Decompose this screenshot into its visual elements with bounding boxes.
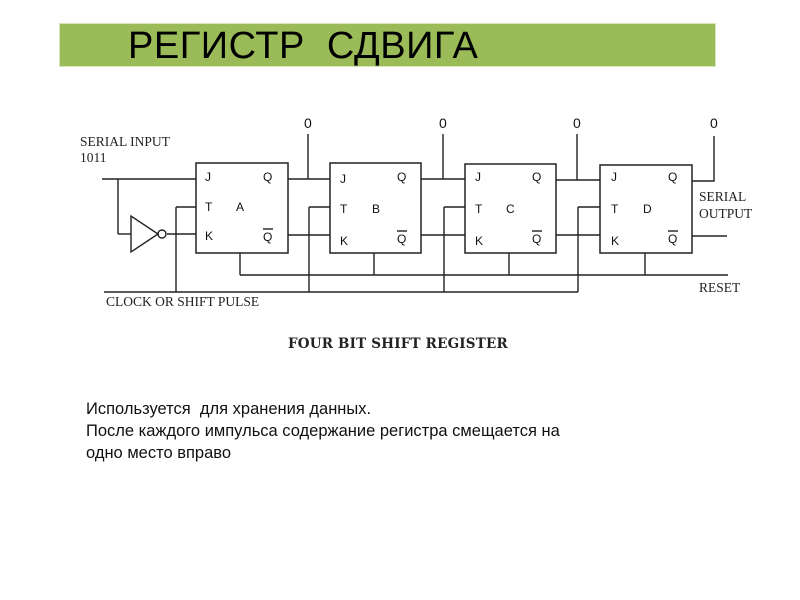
flip-flop-name: D <box>643 202 652 216</box>
output-value-a: 0 <box>304 115 312 131</box>
reset-label: RESET <box>699 280 741 295</box>
description-line: После каждого импульса содержание регист… <box>86 422 560 440</box>
flip-flop-d: J T K Q Q D <box>599 164 693 254</box>
inverter-gate <box>130 214 167 254</box>
pin-j: J <box>475 170 481 184</box>
description-line: одно место вправо <box>86 444 232 462</box>
flip-flop-b: J T K Q Q B <box>329 162 422 254</box>
pin-t: T <box>611 202 619 216</box>
pin-q: Q <box>397 170 406 184</box>
flip-flop-c: J T K Q Q C <box>464 163 557 254</box>
pin-q-bar: Q <box>668 232 677 246</box>
pin-q-bar: Q <box>532 232 541 246</box>
slide-title: РЕГИСТР СДВИГА <box>128 25 479 67</box>
flip-flop-name: B <box>372 202 380 216</box>
pin-j: J <box>340 172 346 186</box>
pin-q: Q <box>532 170 541 184</box>
flip-flop-name: C <box>506 202 515 216</box>
pin-k: K <box>475 234 483 248</box>
description-line: Используется для хранения данных. <box>86 400 372 418</box>
pin-k: K <box>340 234 348 248</box>
clock-bus <box>104 206 600 293</box>
pin-k: K <box>205 229 213 243</box>
input-wiring <box>102 178 196 235</box>
pin-q-bar: Q <box>263 230 272 244</box>
pin-q: Q <box>668 170 677 184</box>
clock-label: CLOCK OR SHIFT PULSE <box>106 294 259 309</box>
title-bar <box>60 24 715 66</box>
diagram-caption: FOUR BIT SHIFT REGISTER <box>288 336 508 352</box>
pin-j: J <box>611 170 617 184</box>
output-value-b: 0 <box>439 115 447 131</box>
pin-k: K <box>611 234 619 248</box>
output-value-c: 0 <box>573 115 581 131</box>
pin-t: T <box>205 200 213 214</box>
pin-t: T <box>475 202 483 216</box>
pin-t: T <box>340 202 348 216</box>
serial-input-value: 1011 <box>80 150 107 165</box>
flip-flop-a: J T K Q Q A <box>195 162 289 254</box>
serial-output-label-2: OUTPUT <box>699 206 753 221</box>
serial-output-label: SERIAL <box>699 189 746 204</box>
output-value-d: 0 <box>710 115 718 131</box>
flip-flop-name: A <box>236 200 244 214</box>
pin-q-bar: Q <box>397 232 406 246</box>
pin-q: Q <box>263 170 272 184</box>
description: Используется для хранения данных. После … <box>86 398 726 464</box>
stage-wiring <box>288 134 727 237</box>
serial-input-label: SERIAL INPUT <box>80 134 171 149</box>
pin-j: J <box>205 170 211 184</box>
reset-bus <box>239 253 728 276</box>
